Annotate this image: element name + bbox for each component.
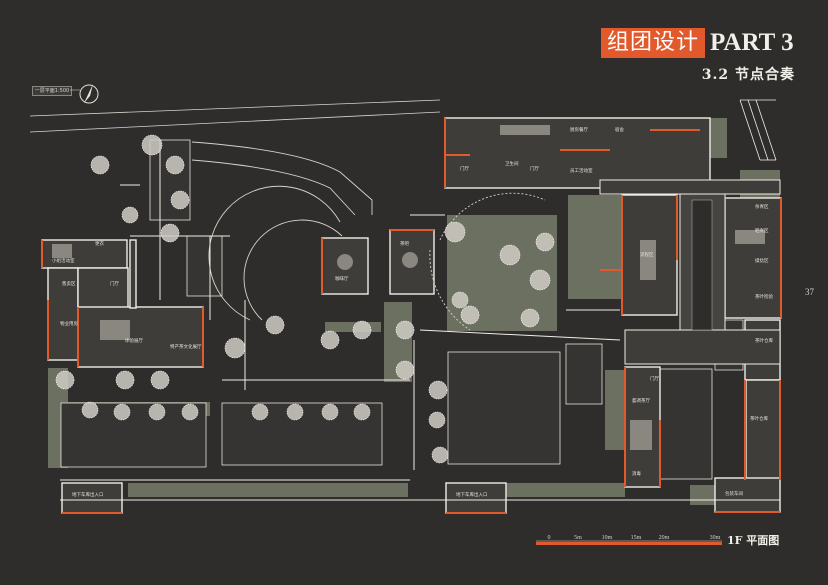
room-label: 售卖区 bbox=[62, 280, 76, 287]
furniture-marks bbox=[52, 125, 765, 450]
room-label: 地下车库出入口 bbox=[456, 491, 488, 498]
title-chinese: 组团设计 bbox=[601, 28, 705, 58]
room-label: 揉捻区 bbox=[755, 257, 769, 264]
room-label: 地下车库出入口 bbox=[72, 491, 104, 498]
room-label: 茶叶检验 bbox=[755, 293, 773, 300]
tree-icon bbox=[141, 134, 163, 156]
room-label: 宿舍 bbox=[615, 126, 624, 133]
tree-icon bbox=[353, 403, 371, 421]
tree-icon bbox=[165, 155, 185, 175]
tree-icon bbox=[115, 370, 135, 390]
room-label: 流程区 bbox=[640, 251, 654, 258]
room-label: 杀青区 bbox=[755, 203, 769, 210]
room-label: 消毒 bbox=[632, 470, 641, 477]
road-lines bbox=[29, 99, 441, 133]
tree-icon bbox=[320, 330, 340, 350]
room-label: 咖啡厅 bbox=[335, 275, 349, 282]
tree-icon bbox=[160, 223, 180, 243]
room-labels: 小组活动室 更衣 门厅 体验展厅 售卖区 特产茶文化展厅 咖啡厅 茶吧 物业用房… bbox=[52, 126, 773, 498]
tree-icon bbox=[460, 305, 480, 325]
room-label: 门厅 bbox=[460, 165, 469, 172]
tree-icon bbox=[535, 232, 555, 252]
tree-icon bbox=[444, 221, 466, 243]
room-label: 门厅 bbox=[650, 375, 659, 382]
scale-tick-label: 5m bbox=[574, 535, 582, 541]
tree-icon bbox=[431, 446, 449, 464]
tree-icon bbox=[251, 403, 269, 421]
plan-title: 1F 平面图 bbox=[727, 534, 780, 547]
accent-walls bbox=[41, 118, 782, 514]
tree-icon bbox=[265, 315, 285, 335]
curved-paths bbox=[191, 141, 546, 331]
scale-note: 一层平面1:500 bbox=[32, 86, 72, 96]
room-label: 萎凋茶厅 bbox=[632, 397, 650, 404]
room-label: 茶叶仓库 bbox=[750, 415, 768, 422]
tree-icon-group bbox=[55, 134, 555, 464]
tree-icon bbox=[150, 370, 170, 390]
tree-icon bbox=[90, 155, 110, 175]
room-label: 厨房餐厅 bbox=[570, 126, 588, 133]
room-label: 门厅 bbox=[530, 165, 539, 172]
scale-tick-label: 20m bbox=[658, 535, 670, 541]
room-label: 门厅 bbox=[110, 280, 119, 287]
tree-icon bbox=[170, 190, 190, 210]
room-label: 员工活动室 bbox=[570, 167, 593, 174]
scale-tick-label: 10m bbox=[601, 535, 613, 541]
room-label: 晒青区 bbox=[755, 227, 769, 234]
scale-bar bbox=[536, 540, 722, 545]
room-label: 茶叶仓库 bbox=[755, 337, 773, 344]
tree-icon bbox=[395, 320, 415, 340]
room-label: 小组活动室 bbox=[52, 257, 75, 264]
room-label: 体验展厅 bbox=[125, 337, 143, 344]
tree-icon bbox=[499, 244, 521, 266]
tree-icon bbox=[55, 370, 75, 390]
tree-icon bbox=[113, 403, 131, 421]
tree-icon bbox=[81, 401, 99, 419]
room-label: 特产茶文化展厅 bbox=[170, 343, 202, 350]
room-label: 更衣 bbox=[95, 240, 104, 247]
room-label: 茶吧 bbox=[400, 240, 409, 247]
page-number: 37 bbox=[805, 287, 814, 297]
room-label: 包装车间 bbox=[725, 490, 743, 497]
scale-tick-label: 15m bbox=[630, 535, 642, 541]
tree-icon bbox=[395, 360, 415, 380]
tree-icon bbox=[286, 403, 304, 421]
tree-icon bbox=[352, 320, 372, 340]
tree-icon bbox=[321, 403, 339, 421]
tree-icon bbox=[529, 269, 551, 291]
tree-icon bbox=[224, 337, 246, 359]
tree-icon bbox=[121, 206, 139, 224]
site-boundaries bbox=[60, 140, 780, 501]
north-arrow-icon bbox=[79, 84, 99, 104]
tree-icon bbox=[181, 403, 199, 421]
room-label: 物业用房 bbox=[60, 320, 78, 327]
stair-hatch bbox=[739, 99, 777, 161]
scale-tick-label: 0 bbox=[547, 535, 551, 541]
tree-icon bbox=[428, 380, 448, 400]
room-label: 卫生间 bbox=[505, 160, 519, 167]
tree-icon bbox=[451, 291, 469, 309]
tree-icon bbox=[428, 411, 446, 429]
corridor bbox=[599, 179, 781, 365]
tree-icon bbox=[520, 308, 540, 328]
tree-icon bbox=[148, 403, 166, 421]
section-subtitle: 3.2 节点合奏 bbox=[701, 67, 795, 83]
title-part: PART 3 bbox=[710, 29, 794, 56]
scale-tick-label: 30m bbox=[709, 535, 721, 541]
